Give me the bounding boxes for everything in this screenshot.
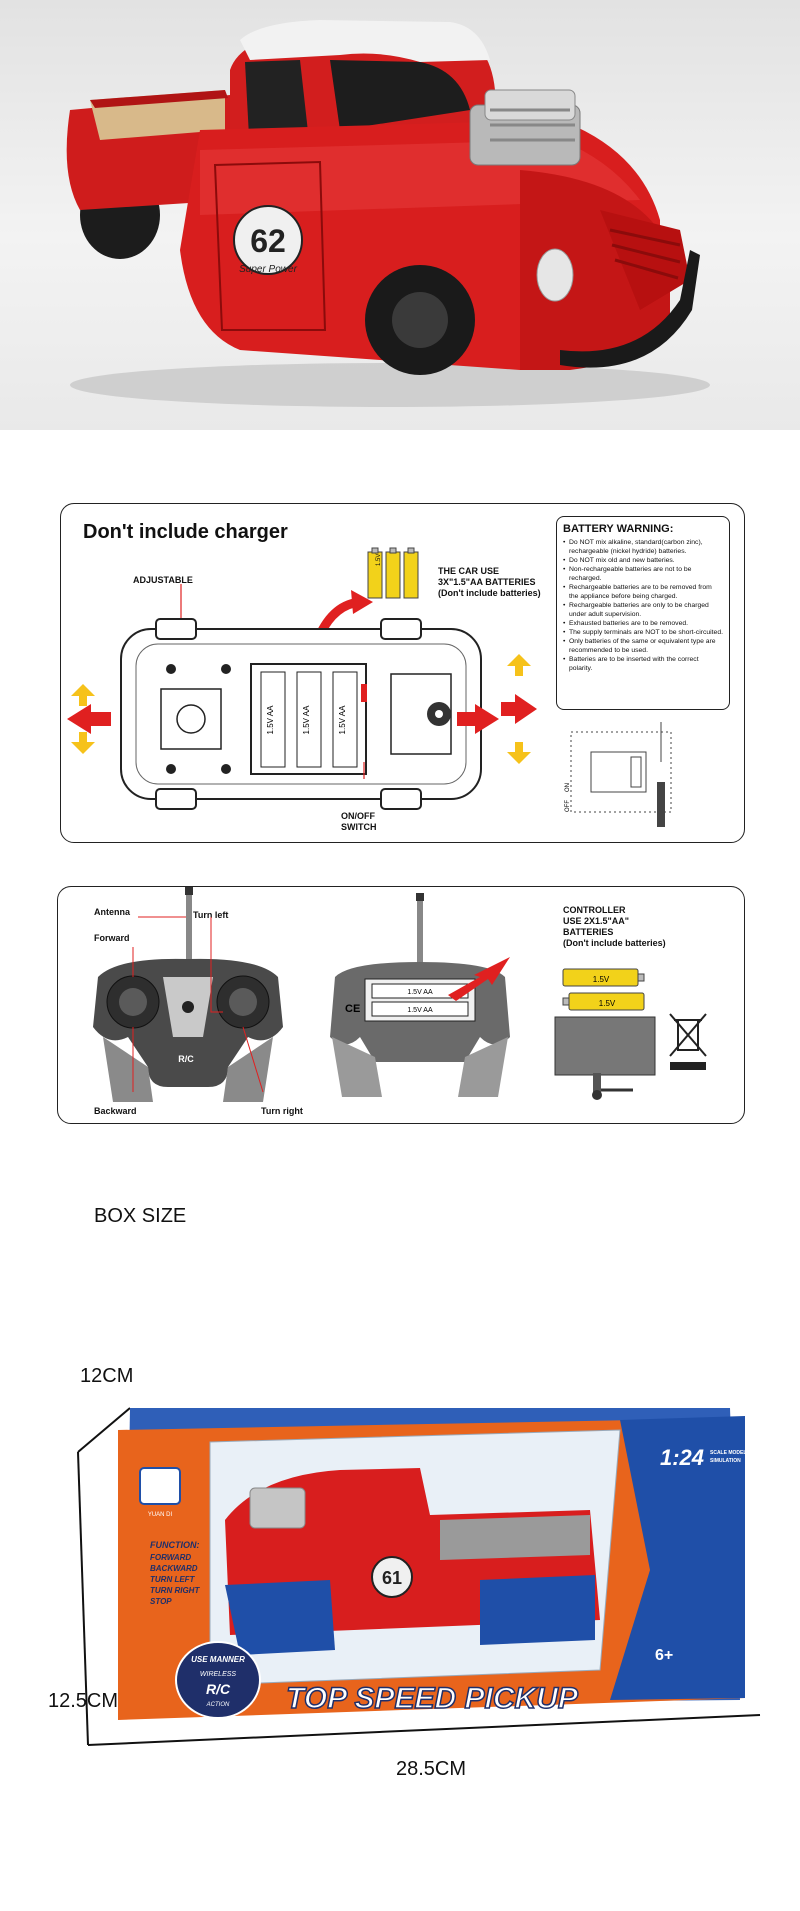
- car-batteries-icon: [367, 547, 419, 599]
- battery-warning-item: Do NOT mix old and new batteries.: [563, 556, 723, 565]
- compartment-cell-2: 1.5V AA: [302, 705, 311, 735]
- switch-label-line1: ON/OFF: [341, 811, 375, 821]
- function-list: FORWARD BACKWARD TURN LEFT TURN RIGHT STOP: [150, 1553, 200, 1606]
- product-subtitle: CLASSIC MODEL CARS: [355, 1714, 509, 1724]
- function-title: FUNCTION:: [150, 1540, 200, 1550]
- battery-warning-item: Non-rechargeable batteries are not to be…: [563, 565, 723, 583]
- badge-line3: R/C: [206, 1681, 231, 1697]
- chassis-switch-on: ON: [565, 783, 571, 792]
- backward-label: Backward: [94, 1106, 137, 1116]
- box-depth-label: 12.5CM: [48, 1690, 119, 1712]
- badge-line2: WIRELESS: [200, 1671, 237, 1678]
- battery-warning-item: Rechargeable batteries are only to be ch…: [563, 601, 723, 619]
- turn-left-label: Turn left: [193, 910, 229, 920]
- battery-warning-box: BATTERY WARNING: Do NOT mix alkaline, st…: [556, 516, 730, 710]
- controller-batteries-line3: BATTERIES: [563, 927, 614, 937]
- product-title: TOP SPEED PICKUP: [286, 1682, 579, 1715]
- product-photo: 62 Super Power: [0, 0, 800, 430]
- controller-manual-panel: Antenna Turn left Forward Backward Turn …: [57, 886, 745, 1124]
- battery-warning-item: Exhausted batteries are to be removed.: [563, 619, 723, 628]
- function-item: TURN RIGHT: [150, 1586, 200, 1595]
- switch-label-line2: SWITCH: [341, 822, 377, 832]
- box-length-label: 28.5CM: [396, 1758, 467, 1780]
- battery-warning-item: Do NOT mix alkaline, standard(carbon zin…: [563, 538, 723, 556]
- antenna-label: Antenna: [94, 907, 130, 917]
- function-item: FORWARD: [150, 1553, 191, 1562]
- function-item: TURN LEFT: [150, 1575, 196, 1584]
- controller-cell-2: 1.5V: [599, 999, 616, 1008]
- controller-back-diagram: 1.5V AA 1.5V AA CE: [330, 893, 510, 1097]
- ce-mark: CE: [345, 1003, 360, 1015]
- weee-bin-icon: [669, 1013, 707, 1070]
- battery-warning-item: Batteries are to be inserted with the co…: [563, 655, 723, 673]
- badge-line1: USE MANNER: [191, 1655, 245, 1664]
- car-batteries-line2: 3X"1.5"AA BATTERIES: [438, 577, 536, 587]
- controller-compartment-cell-1: 1.5V AA: [407, 989, 433, 996]
- scale-note-line1: SCALE MODEL: [710, 1450, 746, 1456]
- compartment-cell-1: 1.5V AA: [266, 705, 275, 735]
- controller-batteries-icon: 1.5V 1.5V: [562, 968, 645, 1011]
- badge-line4: ACTION: [206, 1702, 230, 1708]
- controller-batteries-note: CONTROLLER USE 2X1.5"AA" BATTERIES (Don'…: [563, 905, 666, 949]
- compartment-cell-3: 1.5V AA: [338, 705, 347, 735]
- controller-front-diagram: R/C: [93, 887, 283, 1102]
- controller-rc-badge: R/C: [178, 1054, 194, 1064]
- battery-warning-item: Rechargeable batteries are to be removed…: [563, 583, 723, 601]
- door-subtext: Super Power: [239, 264, 297, 275]
- switch-location-diagram: ON OFF: [565, 722, 672, 827]
- red-pickup-truck-illustration: 62 Super Power: [66, 20, 710, 407]
- battery-warning-item: The supply terminals are NOT to be short…: [563, 628, 723, 637]
- battery-warning-item: Only batteries of the same or equivalent…: [563, 637, 723, 655]
- box-height-label: 12CM: [80, 1365, 134, 1387]
- box-scale: 1:24: [660, 1445, 704, 1470]
- turn-right-label: Turn right: [261, 1106, 303, 1116]
- car-batteries-line1: THE CAR USE: [438, 566, 500, 576]
- function-item: BACKWARD: [150, 1564, 198, 1573]
- car-battery-cell-label: 1.5V: [376, 553, 382, 566]
- box-size-heading: BOX SIZE: [94, 1205, 187, 1227]
- controller-compartment-cell-2: 1.5V AA: [407, 1007, 433, 1014]
- controller-switch-diagram: [554, 1016, 656, 1100]
- scale-note-line2: SIMULATION: [710, 1458, 741, 1464]
- box-dimension-diagram: 61 YUAN DI FUNCTION: FORWARD BACKWARD TURN…: [77, 1407, 761, 1746]
- battery-warning-list: Do NOT mix alkaline, standard(carbon zin…: [563, 538, 723, 673]
- car-manual-panel: Don't include charger ADJUSTABLE 1.5V TH…: [60, 503, 745, 843]
- car-batteries-line3: (Don't include batteries): [438, 588, 541, 598]
- right-direction-arrows: [501, 654, 537, 764]
- charger-note: Don't include charger: [83, 521, 288, 543]
- car-chassis-diagram: 1.5V AA 1.5V AA 1.5V AA: [67, 584, 499, 810]
- box-door-number: 61: [382, 1568, 402, 1588]
- controller-batteries-line1: CONTROLLER: [563, 905, 626, 915]
- switch-label: ON/OFF SWITCH: [341, 811, 377, 833]
- controller-batteries-line4: (Don't include batteries): [563, 938, 666, 948]
- car-batteries-note: THE CAR USE 3X"1.5"AA BATTERIES (Don't i…: [438, 566, 541, 599]
- brand-name: YUAN DI: [148, 1512, 173, 1518]
- battery-warning-title: BATTERY WARNING:: [563, 523, 674, 535]
- door-number-text: 62: [250, 223, 286, 259]
- function-item: STOP: [150, 1597, 172, 1606]
- controller-batteries-line2: USE 2X1.5"AA": [563, 916, 630, 926]
- chassis-switch-off: OFF: [565, 800, 571, 812]
- adjustable-label: ADJUSTABLE: [133, 575, 193, 585]
- controller-cell-1: 1.5V: [593, 975, 610, 984]
- age-rating: 6+: [655, 1647, 673, 1664]
- forward-label: Forward: [94, 933, 130, 943]
